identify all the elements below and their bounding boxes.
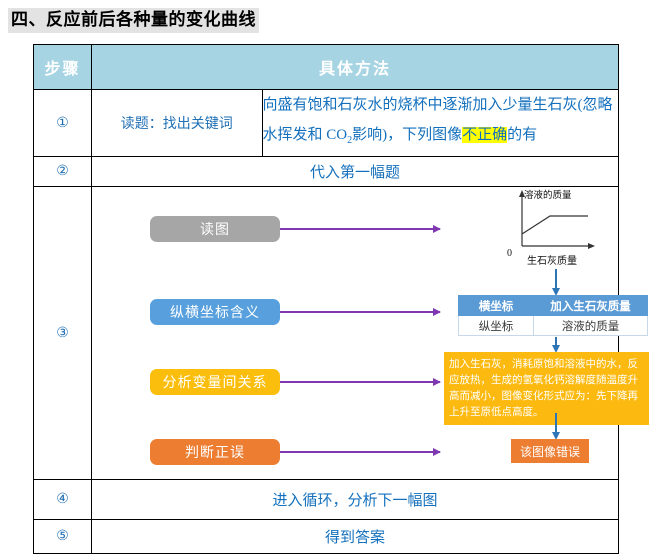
row-1-question: 向盛有饱和石灰水的烧杯中逐渐加入少量生石灰(忽略水挥发和 CO2影响)，下列图像…: [262, 90, 618, 156]
page-title: 四、反应前后各种量的变化曲线: [8, 8, 259, 33]
question-text-part3: 的有: [507, 127, 538, 143]
coord-row-y: 纵坐标 溶液的质量: [458, 315, 648, 336]
flow-step-analyze-relation[interactable]: 分析变量间关系: [150, 369, 280, 395]
table-row: ① 读题：找出关键词 向盛有饱和石灰水的烧杯中逐渐加入少量生石灰(忽略水挥发和 …: [33, 89, 619, 157]
step-number-2: ②: [33, 156, 92, 187]
step-number-3: ③: [33, 186, 92, 480]
chart-xlabel: 生石灰质量: [527, 256, 577, 267]
row-5-text: 得到答案: [91, 519, 619, 554]
step-number-1: ①: [33, 89, 92, 157]
row-3-content: 读图 纵横坐标含义 分析变量间关系 判断正误: [91, 186, 649, 480]
coordinate-meaning-table: 横坐标 加入生石灰质量 纵坐标 溶液的质量: [458, 295, 648, 336]
row-4-text: 进入循环，分析下一幅图: [91, 479, 619, 520]
arrow-right-2-icon: [280, 308, 441, 316]
connector-arrow-2-icon: [552, 337, 560, 353]
table-row: ③ 读图 纵横坐标含义 分析变量间关系 判断正误: [33, 186, 649, 480]
row-2-text: 代入第一幅题: [91, 156, 619, 187]
coord-axis-y-label: 纵坐标: [458, 315, 534, 336]
row-1-label: 读题：找出关键词: [92, 90, 263, 156]
flow-step-judge[interactable]: 判断正误: [150, 439, 280, 465]
page-title-wrap: 四、反应前后各种量的变化曲线: [8, 8, 259, 33]
coord-axis-y-meaning: 溶液的质量: [533, 315, 648, 336]
table-row: ② 代入第一幅题: [33, 156, 619, 187]
coord-axis-x-label: 横坐标: [458, 295, 534, 316]
analysis-note: 加入生石灰，消耗原饱和溶液中的水，反应放热，生成的氢氧化钙溶解度随温度升高而减小…: [444, 352, 649, 425]
question-text-part2: 影响)，下列图像: [352, 127, 463, 143]
arrow-right-1-icon: [280, 225, 441, 233]
flow-step-axis-meaning[interactable]: 纵横坐标含义: [150, 299, 280, 325]
header-step: 步骤: [33, 44, 92, 90]
step-number-5: ⑤: [33, 519, 92, 554]
chart-svg: [519, 190, 595, 249]
flow-step-read-chart[interactable]: 读图: [150, 216, 280, 242]
question-text-part1: 向盛有饱和石灰水的烧杯中逐渐加入少量生石灰(忽略水挥发和 CO: [262, 97, 613, 143]
arrow-right-4-icon: [280, 448, 441, 456]
steps-table: 步骤 具体方法 ① 读题：找出关键词 向盛有饱和石灰水的烧杯中逐渐加入少量生石灰…: [33, 44, 649, 554]
step-number-4: ④: [33, 479, 92, 520]
co2-subscript: 2: [347, 135, 353, 146]
question-highlight: 不正确: [462, 127, 508, 143]
solution-mass-chart: 溶液的质量 0 生石灰质量: [500, 189, 630, 267]
coord-axis-x-meaning: 加入生石灰质量: [533, 295, 648, 316]
table-row: ⑤ 得到答案: [33, 519, 619, 554]
table-row: ④ 进入循环，分析下一幅图: [33, 479, 619, 520]
coord-row-x: 横坐标 加入生石灰质量: [458, 295, 648, 316]
flow-diagram: 读图 纵横坐标含义 分析变量间关系 判断正误: [92, 187, 649, 479]
row-1-content: 读题：找出关键词 向盛有饱和石灰水的烧杯中逐渐加入少量生石灰(忽略水挥发和 CO…: [91, 89, 619, 157]
conclusion-badge: 该图像错误: [511, 439, 589, 463]
arrow-right-3-icon: [280, 378, 441, 386]
connector-arrow-3-icon: [552, 413, 560, 440]
chart-origin-label: 0: [507, 248, 512, 259]
chart-ylabel: 溶液的质量: [524, 191, 572, 201]
header-method: 具体方法: [91, 44, 619, 90]
connector-arrow-1-icon: [552, 269, 560, 296]
table-header-row: 步骤 具体方法: [33, 44, 619, 90]
